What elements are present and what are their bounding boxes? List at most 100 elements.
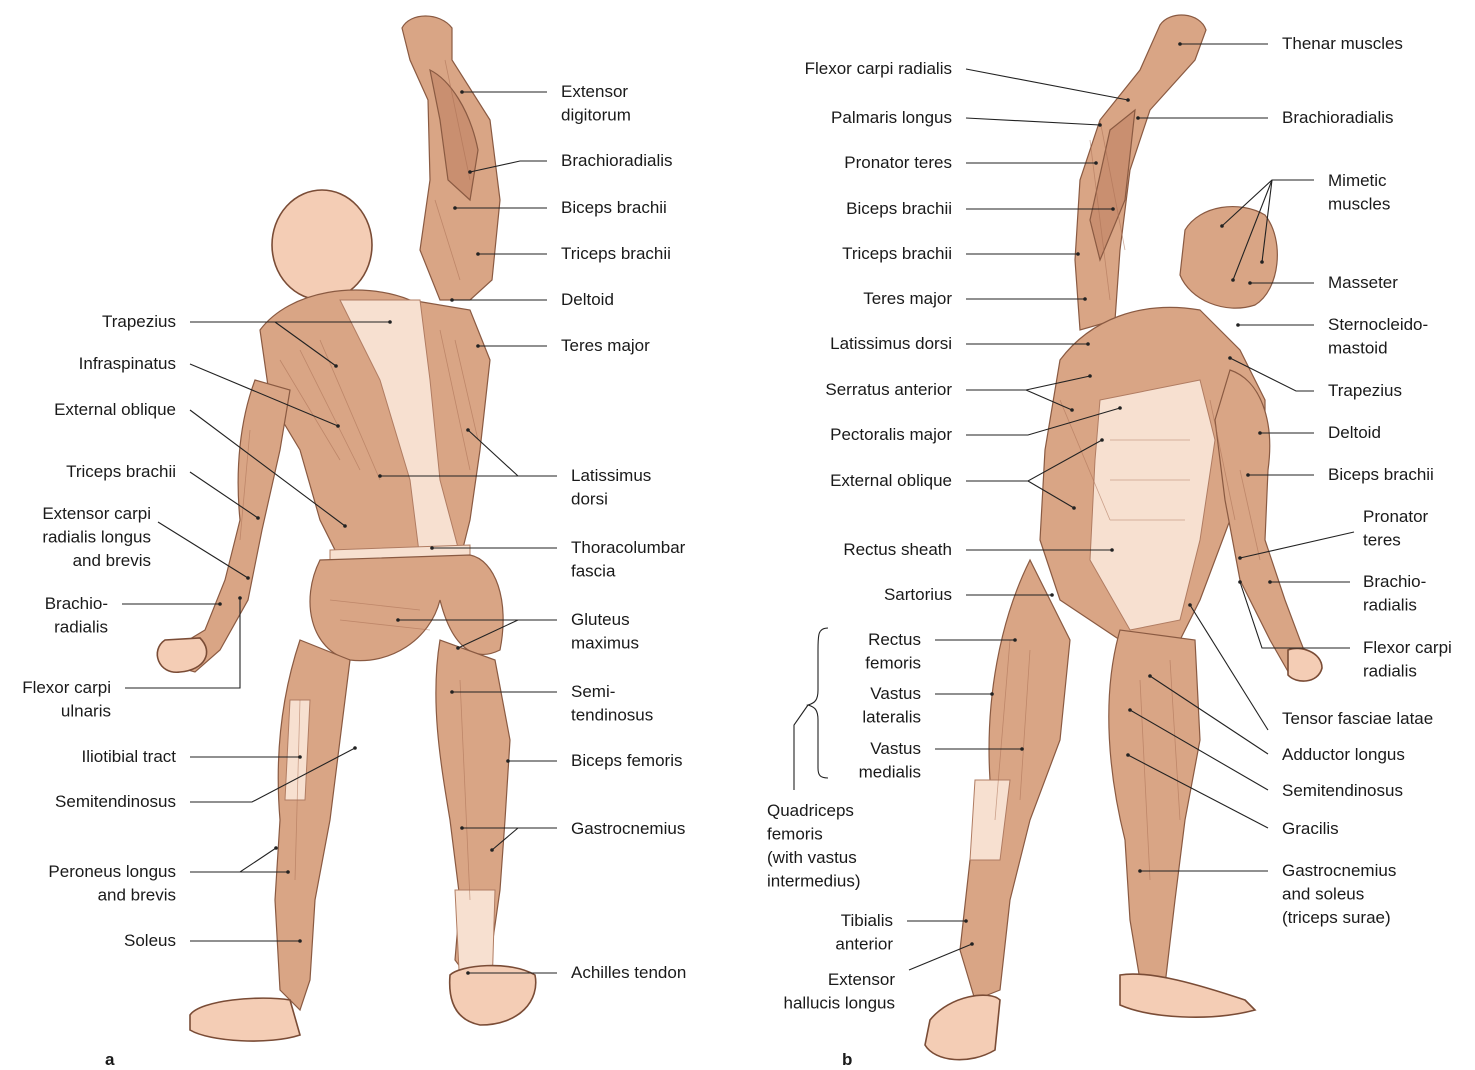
label-line: Extensor <box>561 82 628 101</box>
leader-dot <box>506 759 510 763</box>
label-line: femoris <box>865 654 921 673</box>
leader-palmaris-longus <box>966 118 1100 125</box>
label-semitendinosus-l: Semitendinosus <box>55 792 176 811</box>
leader-dot <box>1228 356 1232 360</box>
label-flexor-carpi-radialis-l: Flexor carpi radialis <box>805 59 952 78</box>
label-line: Tibialis <box>841 911 893 930</box>
leader-dot <box>388 320 392 324</box>
label-gracilis: Gracilis <box>1282 819 1339 838</box>
label-soleus: Soleus <box>124 931 176 950</box>
label-thenar: Thenar muscles <box>1282 34 1403 53</box>
label-iliotibial-tract: Iliotibial tract <box>82 747 177 766</box>
label-line: Rectus <box>868 630 921 649</box>
label-biceps-brachii-l: Biceps brachii <box>846 199 952 218</box>
leader-dot <box>1238 556 1242 560</box>
label-deltoid: Deltoid <box>1328 423 1381 442</box>
label-tibialis-anterior: Tibialis anterior <box>835 911 893 954</box>
leader-peroneus <box>190 848 276 872</box>
label-quadriceps: Quadricepsfemoris(with vastusintermedius… <box>767 801 861 891</box>
label-line: Pectoralis major <box>830 425 952 444</box>
leader-dot <box>1072 506 1076 510</box>
leader-dot <box>1260 260 1264 264</box>
label-line: muscles <box>1328 195 1390 214</box>
leader-dot <box>1220 224 1224 228</box>
leader-dot <box>246 576 250 580</box>
label-line: Brachioradialis <box>1282 108 1394 127</box>
label-line: radialis <box>1363 596 1417 615</box>
label-line: Thenar muscles <box>1282 34 1403 53</box>
label-line: Vastus <box>870 684 921 703</box>
label-line: Brachio- <box>1363 572 1426 591</box>
label-line: intermedius) <box>767 872 861 891</box>
leader-dot <box>343 524 347 528</box>
label-teres-major: Teres major <box>863 289 952 308</box>
leader-dot <box>1013 638 1017 642</box>
label-palmaris-longus: Palmaris longus <box>831 108 952 127</box>
leader-dot <box>450 690 454 694</box>
leader-dot <box>1138 869 1142 873</box>
leader-dot <box>1083 297 1087 301</box>
label-line: Brachio- <box>45 594 108 613</box>
label-pronator-teres-r: Pronatorteres <box>1363 507 1429 550</box>
label-triceps-brachii-l: Triceps brachii <box>66 462 176 481</box>
label-masseter: Masseter <box>1328 273 1398 292</box>
label-line: radialis longus <box>42 528 151 547</box>
leader-dot <box>456 646 460 650</box>
leader-dot <box>970 942 974 946</box>
leader-dot <box>298 939 302 943</box>
leader-dot <box>453 206 457 210</box>
label-biceps-brachii-r: Biceps brachii <box>1328 465 1434 484</box>
label-pectoralis-major: Pectoralis major <box>830 425 952 444</box>
label-line: Flexor carpi <box>1363 638 1452 657</box>
label-line: fascia <box>571 562 616 581</box>
label-line: External oblique <box>54 400 176 419</box>
leader-dot <box>1050 593 1054 597</box>
leader-dot <box>1178 42 1182 46</box>
leader-dot <box>1231 278 1235 282</box>
label-line: anterior <box>835 935 893 954</box>
leader-dot <box>1098 123 1102 127</box>
leader-dot <box>476 344 480 348</box>
label-line: and soleus <box>1282 885 1364 904</box>
label-line: ulnaris <box>61 702 111 721</box>
label-sternocleidomastoid: Sternocleido-mastoid <box>1328 315 1428 358</box>
leader-dot <box>430 546 434 550</box>
label-adductor-longus: Adductor longus <box>1282 745 1405 764</box>
label-extensor-hallucis: Extensorhallucis longus <box>783 970 895 1013</box>
label-line: Semitendinosus <box>1282 781 1403 800</box>
label-line: Flexor carpi radialis <box>805 59 952 78</box>
label-brachioradialis-r: Brachioradialis <box>1282 108 1394 127</box>
label-line: Tensor fasciae latae <box>1282 709 1433 728</box>
label-line: Teres major <box>863 289 952 308</box>
label-triceps-brachii: Triceps brachii <box>842 244 952 263</box>
leader-dot <box>1128 708 1132 712</box>
label-line: and brevis <box>73 551 151 570</box>
label-line: Brachioradialis <box>561 151 673 170</box>
label-line: Gastrocnemius <box>1282 861 1396 880</box>
label-line: Infraspinatus <box>79 354 176 373</box>
label-line: Gracilis <box>1282 819 1339 838</box>
leader-dot <box>466 428 470 432</box>
leader-dot <box>1118 406 1122 410</box>
label-line: Flexor carpi <box>22 678 111 697</box>
leader-dot <box>466 971 470 975</box>
label-line: (with vastus <box>767 848 857 867</box>
label-external-oblique: External oblique <box>830 471 952 490</box>
label-trapezius: Trapezius <box>1328 381 1402 400</box>
label-line: Latissimus dorsi <box>830 334 952 353</box>
label-line: Trapezius <box>102 312 176 331</box>
leader-dot <box>1100 438 1104 442</box>
label-line: Masseter <box>1328 273 1398 292</box>
label-gastrocnemius: Gastrocnemius <box>571 819 685 838</box>
leader-dot <box>460 90 464 94</box>
label-line: digitorum <box>561 106 631 125</box>
label-line: Quadriceps <box>767 801 854 820</box>
label-line: and brevis <box>98 886 176 905</box>
leader-dot <box>1020 747 1024 751</box>
leader-dot <box>1094 161 1098 165</box>
label-line: Deltoid <box>561 290 614 309</box>
label-achilles-tendon: Achilles tendon <box>571 963 686 982</box>
label-line: Pronator teres <box>844 153 952 172</box>
